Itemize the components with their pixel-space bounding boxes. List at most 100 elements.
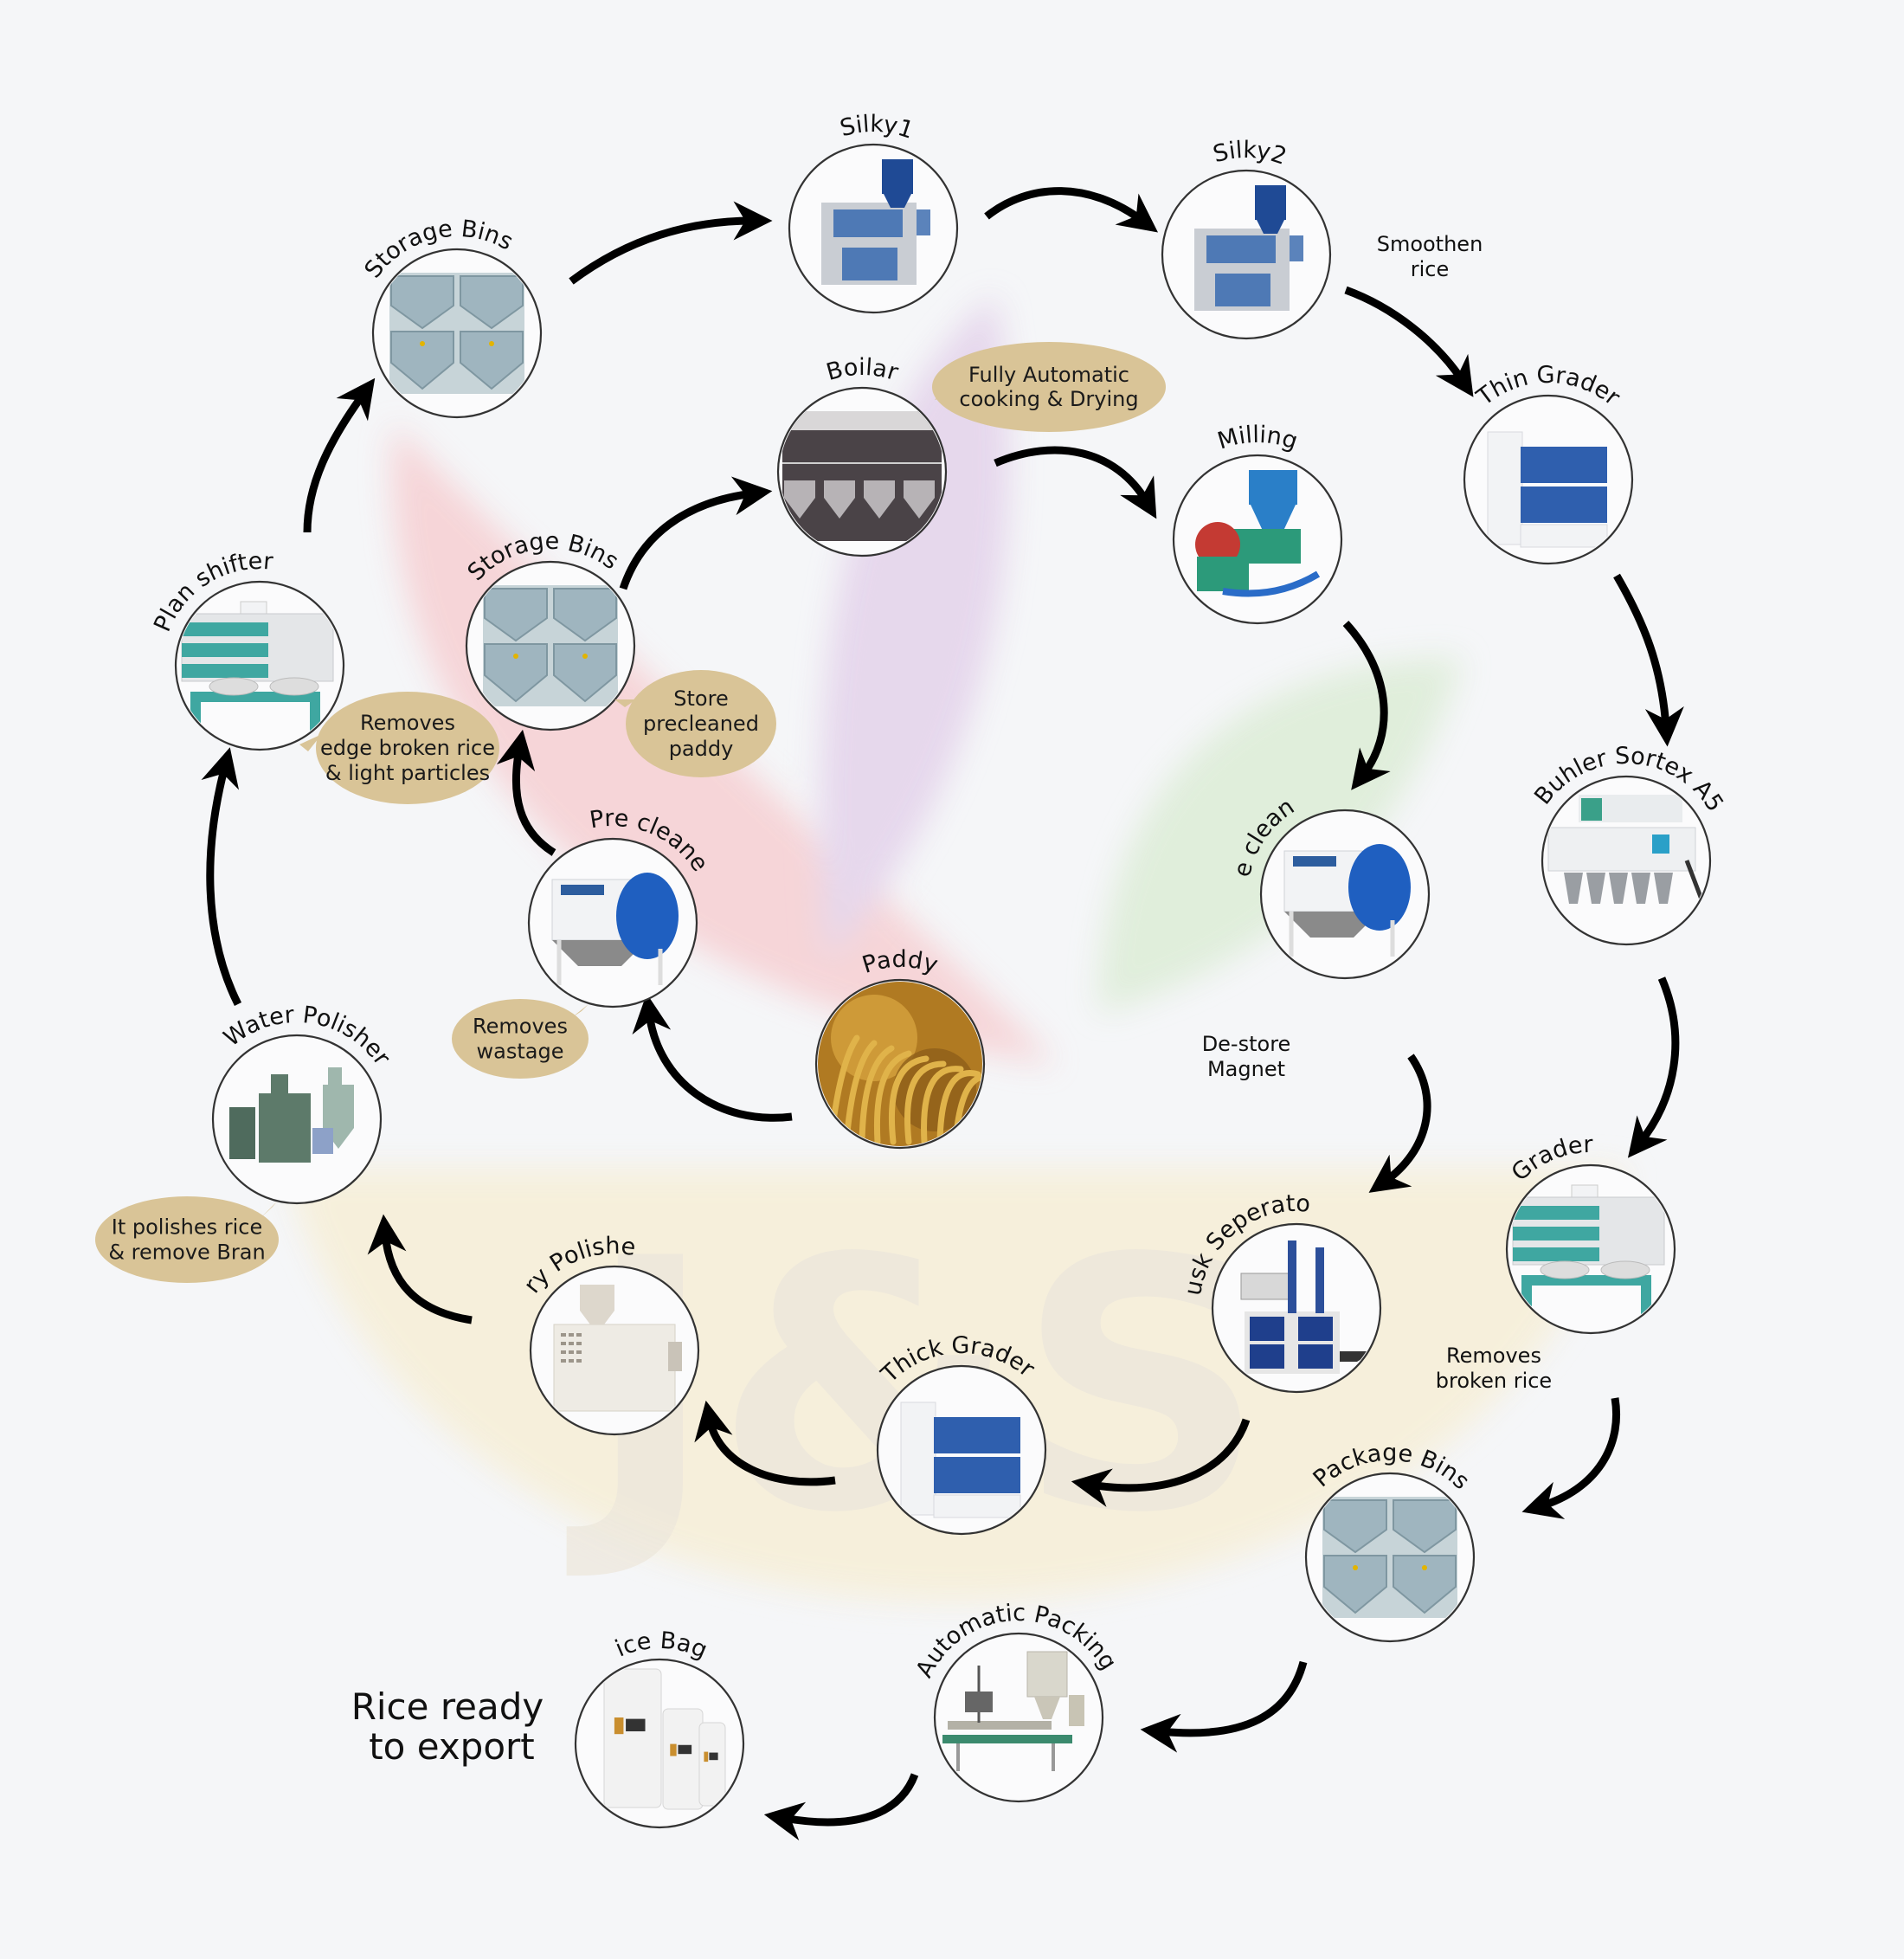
color-sorter-icon bbox=[1547, 795, 1708, 912]
bubble-text-line: It polishes rice bbox=[112, 1215, 262, 1240]
node-circle-border bbox=[174, 580, 345, 751]
bubble-text-line: Fully Automatic bbox=[968, 363, 1129, 387]
silky-polisher-icon bbox=[821, 159, 930, 285]
grader-blue-icon bbox=[1487, 431, 1608, 548]
bubble-shape bbox=[626, 670, 776, 777]
note-text-line: Removes bbox=[1446, 1344, 1541, 1368]
bubble-text-line: wastage bbox=[477, 1040, 564, 1064]
process-node-water-polisher: Water Polisher bbox=[211, 1002, 396, 1205]
node-circle-border bbox=[1505, 1163, 1676, 1335]
node-circle-border bbox=[933, 1632, 1104, 1803]
node-circle-border bbox=[527, 837, 698, 1008]
bubble-text-line: paddy bbox=[669, 737, 734, 761]
silky-polisher-icon bbox=[1194, 185, 1303, 311]
paddy-field-icon bbox=[818, 982, 982, 1146]
arrow-drypolisher-to-waterpolish bbox=[367, 1214, 473, 1324]
process-node-thin-grader: Thin Grader bbox=[1463, 362, 1634, 565]
note-text-line: De-store bbox=[1202, 1032, 1291, 1056]
step-notes: SmoothenriceDe-storeMagnetRemovesbroken … bbox=[1202, 232, 1553, 1393]
bubble-tail bbox=[614, 699, 636, 707]
water-polisher-icon bbox=[229, 1067, 354, 1163]
bubble-tail bbox=[260, 1202, 277, 1219]
node-circle-border bbox=[876, 1364, 1047, 1536]
final-caption: Rice ready to export bbox=[351, 1685, 544, 1768]
node-circle-border bbox=[1541, 775, 1712, 946]
node-circle-border bbox=[1259, 809, 1431, 980]
arrow-grader-to-packagebins bbox=[1521, 1397, 1620, 1519]
arrow-waterpolish-to-planshifter bbox=[201, 747, 242, 1007]
arrow-packing-to-ricebags bbox=[763, 1773, 919, 1841]
node-circle-border bbox=[814, 978, 986, 1150]
arrow-thingrader-to-buhler bbox=[1613, 573, 1684, 747]
arrow-storage-to-boilar bbox=[619, 476, 773, 590]
storage-bins-icon bbox=[483, 585, 618, 706]
arrow-planshifter-to-storagetop bbox=[303, 377, 376, 533]
drum-cleaner-icon bbox=[551, 873, 679, 985]
node-circle-border bbox=[371, 248, 543, 419]
drum-cleaner-icon bbox=[1283, 844, 1411, 957]
bubble-text-line: Store bbox=[673, 686, 728, 711]
arrow-thickgrader-to-drypolisher bbox=[694, 1400, 836, 1486]
bubble-shape bbox=[932, 342, 1166, 432]
arrow-storagetop-to-silky1 bbox=[569, 201, 773, 285]
node-circle-border bbox=[776, 386, 948, 557]
storage-bins-icon bbox=[1322, 1497, 1457, 1618]
process-node-boilar: Boilar bbox=[776, 354, 948, 557]
arrow-precleaner-to-husk bbox=[1368, 1054, 1431, 1193]
node-circle-border bbox=[1161, 169, 1332, 340]
arrow-silky1-to-silky2 bbox=[984, 187, 1159, 233]
arrow-silky2-to-thingrader bbox=[1344, 286, 1474, 397]
process-node-pre-cleaner-left: Pre cleaner bbox=[0, 0, 713, 1008]
watermark-purple-petal bbox=[820, 294, 1010, 961]
node-circle-border bbox=[1211, 1222, 1382, 1394]
grader-blue-icon bbox=[900, 1402, 1021, 1518]
bubble-text-line: precleaned bbox=[643, 712, 759, 736]
bubble-shape bbox=[95, 1196, 279, 1283]
bubble-text-line: & light particles bbox=[325, 761, 490, 785]
node-circle-border bbox=[574, 1658, 745, 1829]
mill-icon bbox=[1195, 470, 1321, 597]
process-node-milling: Milling bbox=[1172, 422, 1343, 625]
arrow-precleaner-to-storage bbox=[496, 729, 556, 856]
process-node-package-bins: Package Bins bbox=[1304, 1440, 1476, 1643]
bubble-tail bbox=[571, 1004, 589, 1018]
arrow-milling-to-precleaner bbox=[1342, 620, 1391, 790]
bags-icon bbox=[603, 1668, 726, 1810]
final-caption-line-2: to export bbox=[369, 1725, 535, 1768]
bubble-text-line: Removes bbox=[360, 711, 455, 735]
process-node-buhler: Buhler Sortex A5 bbox=[1529, 743, 1728, 946]
watermark-green-petal bbox=[1099, 658, 1463, 1013]
process-node-grader: Grader bbox=[1505, 1131, 1676, 1335]
arrow-husk-to-thickgrader bbox=[1071, 1418, 1251, 1507]
shifter-icon bbox=[1512, 1184, 1665, 1315]
node-circle-border bbox=[788, 143, 959, 314]
process-node-plan-shifter: Plan shifter bbox=[149, 548, 345, 751]
shifter-icon bbox=[181, 601, 334, 731]
note-text-line: rice bbox=[1411, 257, 1450, 281]
final-caption-line-1: Rice ready bbox=[351, 1685, 544, 1728]
node-circle-border bbox=[529, 1265, 700, 1436]
bubble-text-line: Removes bbox=[473, 1015, 568, 1039]
bubble-text-line: cooking & Drying bbox=[959, 387, 1138, 411]
process-node-paddy: Paddy bbox=[814, 946, 986, 1150]
node-label: Boilar bbox=[823, 354, 902, 387]
arrow-paddy-to-precleaner bbox=[632, 993, 793, 1122]
bubble-shape bbox=[452, 999, 589, 1079]
node-circle-border bbox=[1172, 454, 1343, 625]
process-node-automatic-packing: Automatic Packing bbox=[911, 1600, 1122, 1803]
watermark-pink-petal bbox=[391, 424, 1056, 1065]
boiler-plant-icon bbox=[782, 411, 942, 541]
bubble-shape bbox=[316, 692, 499, 804]
node-circle-border bbox=[211, 1034, 383, 1205]
process-node-thick-grader: Thick Grader bbox=[876, 1332, 1047, 1536]
arrow-buhler-to-grader bbox=[1627, 976, 1680, 1158]
